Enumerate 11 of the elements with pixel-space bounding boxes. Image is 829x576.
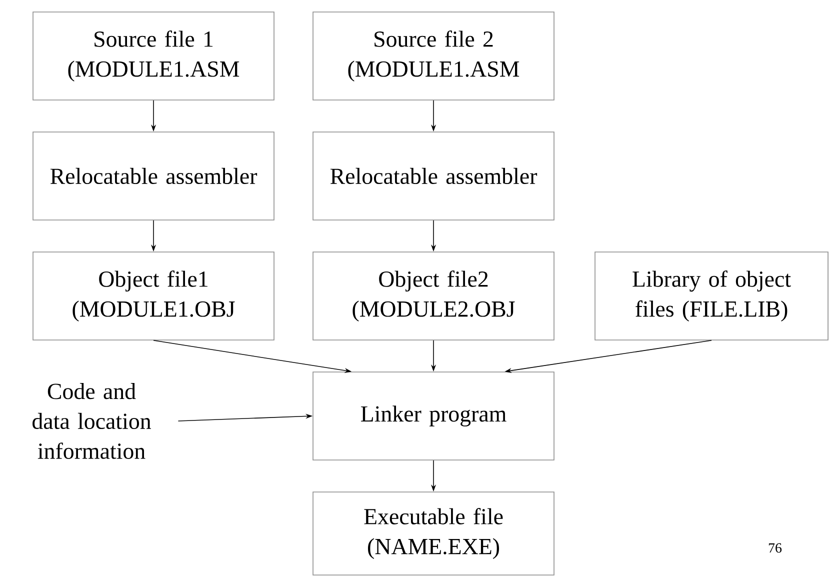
process-box: Object file1 (MODULE1.OBJ xyxy=(32,252,274,340)
process-box: Relocatable assembler xyxy=(32,132,274,220)
process-box: Source file 2 (MODULE1.ASM xyxy=(312,12,554,100)
page-number: 76 xyxy=(768,543,782,553)
process-box: Relocatable assembler xyxy=(312,132,554,220)
process-box: Linker program xyxy=(312,372,554,460)
process-box: Object file2 (MODULE2.OBJ xyxy=(312,252,554,340)
text-label: Code and data location information xyxy=(32,383,151,459)
process-box: Executable file (NAME.EXE) xyxy=(312,492,554,576)
process-box: Source file 1 (MODULE1.ASM xyxy=(32,12,274,100)
process-box: Library of object files (FILE.LIB) xyxy=(594,252,828,340)
